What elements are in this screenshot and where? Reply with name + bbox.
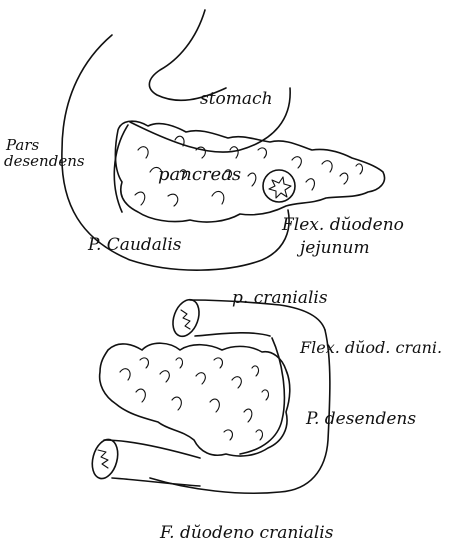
label-p-caudalis: P. Caudalis <box>87 235 182 255</box>
pancreas-outline <box>115 121 384 222</box>
cranial-tube-end <box>168 296 204 340</box>
cranial-tube-bottom <box>195 333 270 336</box>
top-figure: stomach Pars desendens pancreas Flex. dŭ… <box>4 10 404 270</box>
label-pars-desendens-2: desendens <box>4 152 85 170</box>
label-stomach: stomach <box>200 89 273 109</box>
bottom-pancreas-lobules <box>120 358 269 440</box>
label-flex-duodeno-1: Flex. dŭodeno <box>281 215 404 235</box>
label-p-desendens: P. desendens <box>305 409 416 429</box>
bottom-figure: p. cranialis Flex. dŭod. crani. P. desen… <box>88 288 442 543</box>
label-p-cranialis: p. cranialis <box>232 288 328 308</box>
cranial-tube-lumen <box>181 310 190 329</box>
label-f-duodeno-cranialis: F. dŭodeno cranialis <box>159 523 334 543</box>
lower-tube-lumen <box>98 450 108 468</box>
stomach-outline <box>149 10 226 100</box>
label-flex-duodeno-2: jejunum <box>296 238 370 258</box>
flexure-lumen <box>269 177 291 198</box>
label-flex-duod-crani: Flex. dŭod. crani. <box>299 338 442 357</box>
label-pancreas: pancreas <box>158 164 241 185</box>
